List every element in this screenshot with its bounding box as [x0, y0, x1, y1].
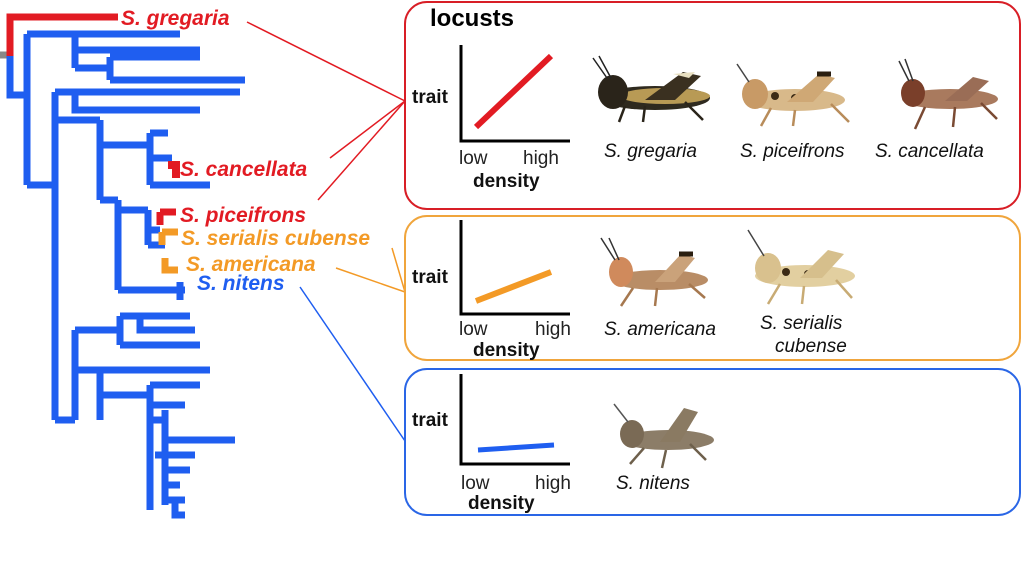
- photo-piceifrons: [736, 63, 850, 127]
- label-serialis: S. serialis cubense: [181, 227, 370, 250]
- photo-cancellata: [898, 58, 998, 130]
- plot-non-swarming-trend-line: [477, 442, 555, 453]
- plot-locusts: trait low high density: [412, 45, 570, 192]
- phylogenetic-tree: [0, 13, 245, 519]
- plot-intermediate-ylabel: trait: [412, 267, 449, 288]
- grasshopper-photo-icon: [736, 63, 850, 127]
- panel-intermediate: trait low high density: [404, 215, 1021, 361]
- caption-piceifrons: S. piceifrons: [740, 141, 845, 162]
- photo-americana: [600, 237, 708, 307]
- label-cancellata: S. cancellata: [180, 158, 308, 181]
- label-americana: S. americana: [186, 253, 316, 276]
- caption-serialis-line1: S. serialis: [760, 313, 843, 334]
- plot-intermediate-trend-line: [474, 269, 553, 304]
- connector-serialis: [391, 247, 406, 293]
- connector-nitens: [299, 286, 406, 442]
- panel-locusts-title: locusts: [430, 5, 514, 32]
- tree-branches-blue: [6, 30, 245, 519]
- photo-nitens: [613, 403, 714, 469]
- plot-non-swarming-x-low: low: [461, 473, 490, 494]
- caption-americana: S. americana: [604, 319, 716, 340]
- tree-tip-cancellata: [168, 161, 180, 178]
- connector-lines: [246, 21, 406, 442]
- photo-gregaria: [592, 55, 710, 123]
- grasshopper-photo-icon: [592, 55, 710, 123]
- plot-intermediate-x-high: high: [535, 319, 571, 340]
- connector-gregaria: [246, 21, 406, 102]
- plot-non-swarming-axes: [459, 374, 570, 466]
- connector-cancellata: [329, 100, 406, 159]
- plot-non-swarming: trait low high density: [412, 374, 571, 514]
- tree-branch-gregaria: [6, 13, 118, 56]
- caption-cancellata: S. cancellata: [875, 141, 984, 162]
- plot-intermediate-x-low: low: [459, 319, 488, 340]
- panel-locusts: locusts trait low high density: [404, 1, 1021, 210]
- connector-piceifrons: [317, 100, 406, 201]
- caption-gregaria: S. gregaria: [604, 141, 697, 162]
- panel-locusts-frame: [404, 1, 1021, 210]
- tree-tip-americana: [161, 258, 178, 274]
- photo-serialis: [747, 229, 855, 305]
- caption-serialis-line2: cubense: [775, 336, 847, 357]
- plot-locusts-xlabel: density: [473, 171, 540, 192]
- plot-locusts-axes: [459, 45, 570, 143]
- tree-tip-piceifrons: [156, 208, 176, 225]
- plot-non-swarming-x-high: high: [535, 473, 571, 494]
- plot-intermediate-xlabel: density: [473, 340, 540, 361]
- label-gregaria: S. gregaria: [121, 7, 230, 30]
- grasshopper-photo-icon: [747, 229, 855, 305]
- grasshopper-photo-icon: [613, 403, 714, 469]
- plot-non-swarming-ylabel: trait: [412, 410, 449, 431]
- plot-locusts-trend-line: [473, 53, 554, 130]
- plot-locusts-ylabel: trait: [412, 87, 449, 108]
- grasshopper-photo-icon: [898, 58, 998, 130]
- plot-non-swarming-xlabel: density: [468, 493, 535, 514]
- label-piceifrons: S. piceifrons: [180, 204, 306, 227]
- plot-locusts-x-low: low: [459, 148, 488, 169]
- plot-intermediate-axes: [459, 220, 570, 316]
- plot-locusts-x-high: high: [523, 148, 559, 169]
- panel-intermediate-frame: [404, 215, 1021, 361]
- tree-tip-serialis: [158, 228, 178, 245]
- panel-non-swarming: trait low high density S. nitens: [404, 368, 1021, 516]
- plot-intermediate: trait low high density: [412, 220, 571, 361]
- caption-nitens: S. nitens: [616, 473, 690, 494]
- label-nitens: S. nitens: [197, 272, 285, 295]
- connector-americana: [335, 267, 406, 293]
- grasshopper-photo-icon: [600, 237, 708, 307]
